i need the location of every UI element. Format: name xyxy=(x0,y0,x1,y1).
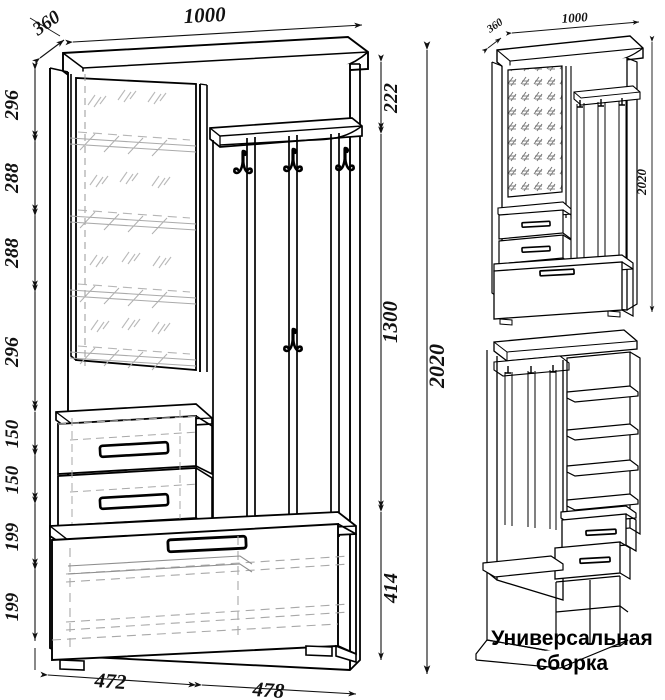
center-divider xyxy=(199,83,208,372)
dim-150-b: 150 xyxy=(2,465,23,494)
iso-cabinet-handle xyxy=(539,268,575,277)
dim-296-a: 296 xyxy=(1,90,23,121)
iso-dim-2020: 2020 xyxy=(634,169,649,197)
iso-internal-group xyxy=(475,329,641,669)
main-view-group xyxy=(49,36,369,671)
mirror-glass-door[interactable] xyxy=(69,74,197,371)
cabinet-door[interactable] xyxy=(51,522,339,661)
iso2-slats xyxy=(504,370,557,530)
caption-line-2: сборка xyxy=(536,652,609,675)
drawer-handle-upper[interactable] xyxy=(98,440,170,459)
iso2-drawer-handle-lower xyxy=(579,556,611,565)
right-dimension-chain: 222 1300 414 2020 xyxy=(378,41,449,674)
iso-dimensions: 360 1000 2020 xyxy=(481,9,655,312)
dim-1300: 1300 xyxy=(378,301,402,344)
dim-150-a: 150 xyxy=(2,419,23,448)
dim-222: 222 xyxy=(380,83,402,114)
iso-dim-1000: 1000 xyxy=(561,9,588,26)
iso2-shelf-column xyxy=(566,351,641,536)
dim-478: 478 xyxy=(251,677,286,700)
caption-line-1: Универсальная xyxy=(491,627,652,650)
dim-414: 414 xyxy=(380,573,402,604)
dim-296-b: 296 xyxy=(1,337,23,368)
drawer-handle-lower[interactable] xyxy=(98,492,170,511)
iso2-drawer-handle-upper xyxy=(585,528,617,537)
drawer-block xyxy=(55,403,213,528)
iso-slats xyxy=(576,100,627,263)
dim-472: 472 xyxy=(93,668,128,694)
drawer-upper[interactable] xyxy=(57,415,213,476)
left-dimension-chain: 296 288 288 296 150 150 199 199 xyxy=(1,62,38,676)
drawer-lower[interactable] xyxy=(57,467,213,528)
lower-cabinet xyxy=(49,511,357,671)
cabinet-door-handle[interactable] xyxy=(166,534,248,554)
coat-slat-panels xyxy=(212,133,340,537)
drawer-hidden-lines xyxy=(57,410,201,528)
iso-top-panel xyxy=(496,35,644,74)
iso-lower-cabinet xyxy=(493,254,634,326)
dim-199-a: 199 xyxy=(2,522,23,551)
iso-drawer-handle-lower xyxy=(521,245,551,253)
iso-drawer-block xyxy=(497,201,572,266)
cabinet-feet xyxy=(59,644,357,671)
dim-288-b: 288 xyxy=(1,238,23,269)
iso-mirror-panel xyxy=(507,65,563,198)
iso2-drawer-block xyxy=(554,505,637,581)
dim-199-b: 199 xyxy=(2,592,23,621)
dim-overall-2020: 2020 xyxy=(424,344,449,389)
iso-drawer-handle-upper xyxy=(521,220,551,228)
hook-zone-shelf xyxy=(209,117,363,148)
bottom-dimensions: 472 478 xyxy=(40,668,357,700)
iso-hooks xyxy=(577,98,625,108)
dim-288-a: 288 xyxy=(1,163,23,194)
dim-width-1000: 1000 xyxy=(183,2,227,28)
iso2-bottom-shelving xyxy=(475,555,629,669)
iso-overview-group: 360 1000 2020 xyxy=(481,9,655,326)
iso2-hooks xyxy=(505,365,556,374)
